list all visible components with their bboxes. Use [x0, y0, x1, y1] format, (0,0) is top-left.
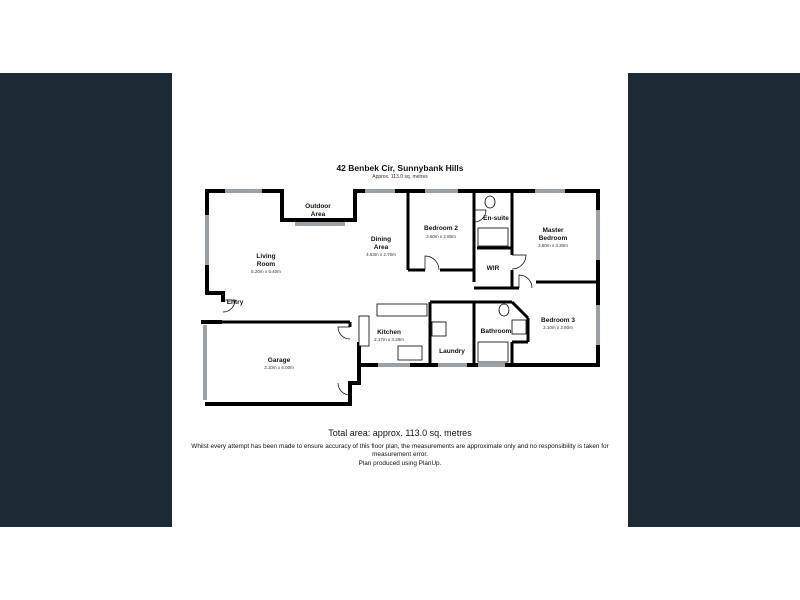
fixtures [358, 195, 527, 363]
kitchen-bench-top [376, 303, 428, 317]
kitchen-label: Kitchen [377, 329, 401, 336]
bedroom-3-label: Bedroom 3 [541, 317, 575, 324]
kitchen-dims: 2.17m x 3.28m [374, 337, 404, 342]
garage-dims: 3.10m x 6.00m [264, 365, 294, 370]
kitchen-stove [397, 345, 423, 361]
master-bedroom-dims: 3.80m x 3.30m [538, 243, 568, 248]
bath [477, 341, 509, 363]
bottom-band [0, 527, 800, 600]
total-area: Total area: approx. 113.0 sq. metres [328, 428, 472, 438]
dining-area-label-line2: Area [374, 244, 389, 251]
dining-area-dims: 4.53m x 2.70m [366, 252, 396, 257]
doors [222, 209, 533, 396]
windows [203, 189, 600, 400]
dining-area-label-line1: Dining [371, 236, 391, 243]
wir-label: WIR [487, 265, 500, 272]
laundry-label: Laundry [439, 348, 465, 355]
bathroom-vanity [511, 319, 527, 335]
top-band [0, 0, 800, 73]
garage-label: Garage [268, 357, 291, 364]
plan-title: 42 Benbek Cir, Sunnybank Hills [336, 163, 464, 173]
disclaimer: Whilst every attempt has been made to en… [191, 443, 609, 459]
entry-label: Entry [227, 299, 244, 306]
outdoor-area-label-line2: Area [311, 211, 326, 218]
floor-plan-sheet [172, 73, 628, 527]
master-bedroom-label-line1: Master [543, 227, 564, 234]
bathroom-label: Bathroom [481, 328, 512, 335]
interior-walls [220, 191, 598, 365]
plan-subtitle: Approx. 113.0 sq. metres [372, 174, 428, 180]
bedroom-2-dims: 3.60m x 2.80m [426, 234, 456, 239]
ensuite-shower [477, 227, 509, 247]
kitchen-bench-side [358, 315, 370, 347]
ensuite-toilet [484, 195, 496, 209]
living-room-label-line2: Room [257, 261, 276, 268]
outdoor-area-label-line1: Outdoor [305, 203, 331, 210]
right-side-panel [628, 0, 800, 600]
master-bedroom-label-line2: Bedroom [539, 235, 568, 242]
bedroom-2-label: Bedroom 2 [424, 225, 458, 232]
laundry-tub [431, 321, 447, 337]
left-side-panel [0, 0, 172, 600]
living-room-dims: 5.20m x 5.40m [251, 269, 281, 274]
living-room-label-line1: Living [256, 253, 275, 260]
bedroom-3-dims: 3.10m x 2.80m [543, 325, 573, 330]
room-labels: Outdoor Area Living Room 5.20m x 5.40m D… [227, 203, 576, 370]
produced-by: Plan produced using PlanUp. [358, 460, 442, 467]
bathroom-toilet [498, 303, 510, 317]
outer-walls [201, 189, 600, 406]
en-suite-label: En-suite [483, 215, 509, 222]
